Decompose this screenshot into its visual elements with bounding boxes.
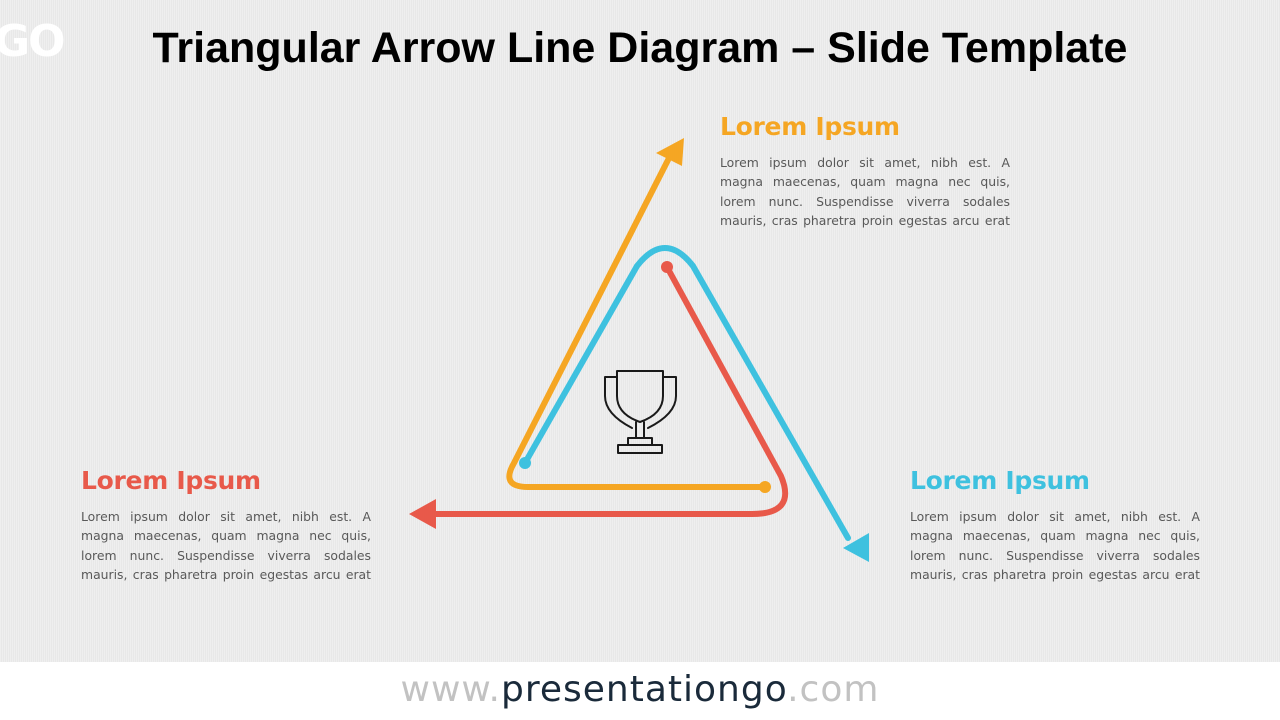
- item-body: Lorem ipsum dolor sit amet, nibh est. A …: [81, 509, 371, 583]
- item-heading: Lorem Ipsum: [910, 466, 1090, 495]
- trophy-icon: [604, 370, 677, 454]
- orange-arrow-line: [506, 157, 768, 490]
- red-start-dot: [661, 261, 673, 273]
- triangular-arrow-diagram: [409, 138, 869, 562]
- slide-title: Triangular Arrow Line Diagram – Slide Te…: [152, 24, 1128, 72]
- orange-start-dot: [759, 481, 771, 493]
- blue-arrowhead: [843, 533, 869, 562]
- red-arrowhead: [409, 499, 436, 529]
- url-brand: presentationgo: [501, 669, 788, 710]
- blue-start-dot: [519, 457, 531, 469]
- item-heading: Lorem Ipsum: [81, 466, 261, 495]
- slide: GO Triangular Arrow Line Diagram – Slide…: [0, 0, 1280, 662]
- item-top-right: Lorem Ipsum Lorem ipsum dolor sit amet, …: [720, 111, 1010, 231]
- footer: www.presentationgo.com: [0, 662, 1280, 720]
- item-left: Lorem Ipsum Lorem ipsum dolor sit amet, …: [81, 465, 371, 585]
- footer-url[interactable]: www.presentationgo.com: [401, 669, 880, 710]
- url-prefix: www.: [400, 669, 501, 710]
- item-body: Lorem ipsum dolor sit amet, nibh est. A …: [720, 155, 1010, 229]
- url-suffix: .com: [787, 669, 880, 710]
- orange-arrowhead: [656, 138, 684, 166]
- item-right: Lorem Ipsum Lorem ipsum dolor sit amet, …: [910, 465, 1200, 585]
- blue-arrow-line: [522, 245, 851, 541]
- red-arrow-line: [433, 264, 789, 517]
- logo-fragment: GO: [0, 16, 66, 67]
- item-body: Lorem ipsum dolor sit amet, nibh est. A …: [910, 509, 1200, 583]
- item-heading: Lorem Ipsum: [720, 112, 900, 141]
